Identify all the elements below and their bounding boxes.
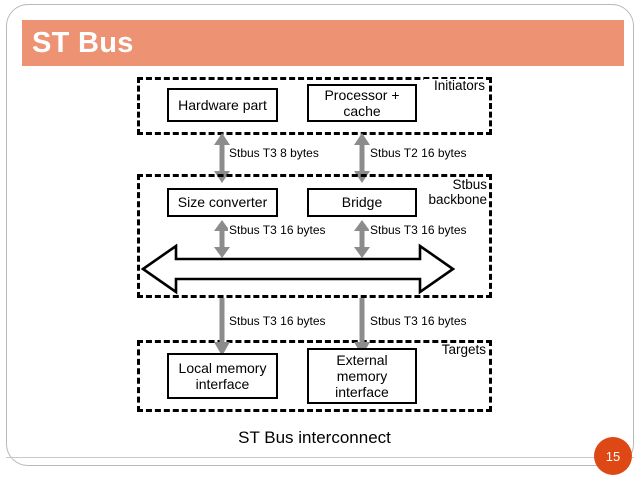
connector-bus-to-localmemory xyxy=(214,298,230,356)
group-initiators-label: Initiators xyxy=(424,78,486,94)
page-number-text: 15 xyxy=(605,448,621,464)
edge-label-hardware-to-backbone: Stbus T3 8 bytes xyxy=(228,146,320,161)
edge-label-processor-to-backbone: Stbus T2 16 bytes xyxy=(369,146,468,161)
node-processor-cache[interactable]: Processor + cache xyxy=(307,84,417,122)
node-hardware-part[interactable]: Hardware part xyxy=(167,88,278,122)
node-local-memory-interface[interactable]: Local memory interface xyxy=(167,353,278,399)
page-title: ST Bus xyxy=(32,26,134,59)
connector-bus-to-externalmemory xyxy=(354,298,370,356)
footer-divider xyxy=(6,457,634,458)
connector-hardware-to-backbone xyxy=(214,133,230,183)
node-external-memory-interface[interactable]: External memory interface xyxy=(307,348,417,404)
group-stbus-backbone xyxy=(137,174,492,298)
page-number-badge: 15 xyxy=(594,437,632,475)
edge-label-sizeconverter-to-bus: Stbus T3 16 bytes xyxy=(228,223,327,238)
node-bridge[interactable]: Bridge xyxy=(307,188,417,217)
group-initiators xyxy=(137,77,492,135)
edge-label-bus-to-localmemory: Stbus T3 16 bytes xyxy=(228,314,327,329)
connector-bridge-to-bus xyxy=(354,220,370,258)
edge-label-bridge-to-bus: Stbus T3 16 bytes xyxy=(369,223,468,238)
backbone-bus-arrow xyxy=(140,243,456,295)
group-stbus-backbone-label: Stbus backbone xyxy=(416,177,488,208)
connector-processor-to-backbone xyxy=(354,133,370,183)
group-targets xyxy=(137,340,492,412)
slide-title-bar: ST Bus xyxy=(22,20,624,66)
edge-label-bus-to-externalmemory: Stbus T3 16 bytes xyxy=(369,314,468,329)
group-targets-label: Targets xyxy=(429,342,487,358)
node-size-converter[interactable]: Size converter xyxy=(167,188,278,217)
diagram-caption: ST Bus interconnect xyxy=(238,428,391,447)
connector-sizeconverter-to-bus xyxy=(214,220,230,258)
